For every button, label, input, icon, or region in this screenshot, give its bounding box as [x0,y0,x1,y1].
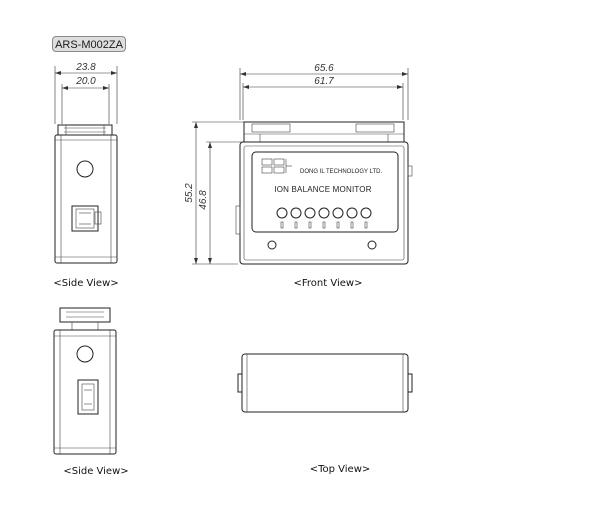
front-button-7 [360,207,372,219]
dimension-front-height-inner: 46.8 [198,141,246,264]
front-button-5 [332,207,344,219]
front-button-3 [304,207,316,219]
side-view-top: 23.8 20.0 [53,62,118,289]
side-button-icon [76,160,94,178]
caption-top-view: <Top View> [310,464,371,475]
dim-text-front-inner: 61.7 [314,76,334,87]
mounting-hole-left-icon [267,240,277,250]
dim-text-front-height-outer: 55.2 [184,183,195,203]
product-name-text: ION BALANCE MONITOR [274,185,371,194]
dimension-side-width-outer: 23.8 [54,62,118,124]
dim-text-side-outer: 23.8 [75,62,96,73]
caption-front-view: <Front View> [294,278,363,289]
dimension-front-width-outer: 65.6 [239,63,409,120]
side-button-bottom-icon [76,345,94,363]
caption-side-view-bottom: <Side View> [63,466,128,477]
front-button-4 [318,207,330,219]
dimension-side-width-inner: 20.0 [61,76,110,124]
caption-side-view-top: <Side View> [53,278,118,289]
side-view-bottom: <Side View> [53,307,129,477]
model-label: ARS-M002ZA [52,36,126,52]
dim-text-front-outer: 65.6 [314,63,334,74]
front-button-6 [346,207,358,219]
dimension-front-width-inner: 61.7 [242,76,404,120]
dimension-front-height-outer: 55.2 [184,121,244,265]
front-button-2 [290,207,302,219]
front-button-1 [276,207,288,219]
front-buttons [276,207,372,219]
front-led-indicators [280,221,368,229]
brand-text: DONG IL TECHNOLOGY LTD. [300,169,382,175]
dim-text-side-inner: 20.0 [75,76,96,87]
mounting-hole-right-icon [367,240,377,250]
dim-text-front-height-inner: 46.8 [198,190,209,210]
company-logo [261,158,292,174]
front-view: 65.6 61.7 55.2 [184,63,413,289]
top-view: <Top View> [237,353,413,475]
